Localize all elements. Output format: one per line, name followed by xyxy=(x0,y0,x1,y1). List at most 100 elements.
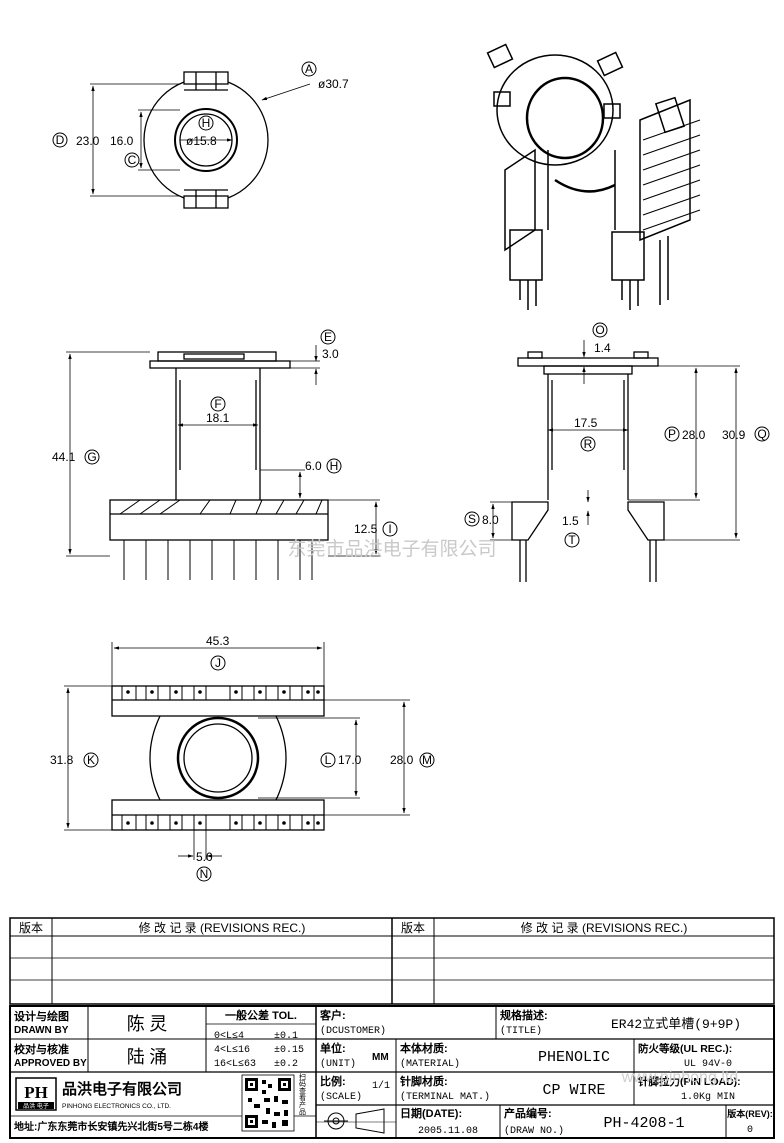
customer-label-en: (DCUSTOMER) xyxy=(320,1025,386,1037)
dim-S: 8.0 xyxy=(482,513,499,527)
tol-title: 一般公差 TOL. xyxy=(225,1008,297,1022)
drawno-value: PH-4208-1 xyxy=(603,1115,684,1132)
approved-by-value: 陆 涌 xyxy=(127,1047,168,1067)
tol-range-2: 4<L≤16 xyxy=(214,1045,250,1056)
marker-J: J xyxy=(215,656,221,670)
watermark-url: www.pinhong.ltd xyxy=(621,1069,739,1086)
tol-value-1: ±0.1 xyxy=(274,1031,298,1042)
dim-H: ø15.8 xyxy=(186,134,217,148)
marker-H: H xyxy=(202,116,211,130)
scale-label: 比例: xyxy=(320,1074,346,1088)
approved-by-label-cn: 校对与核准 xyxy=(14,1042,69,1056)
marker-P: P xyxy=(668,427,676,441)
marker-N: N xyxy=(200,867,209,881)
marker-H2: H xyxy=(330,459,339,473)
front-view xyxy=(66,345,380,580)
dim-T: 1.5 xyxy=(562,514,579,528)
customer-label: 客户: xyxy=(319,1008,346,1022)
top-view xyxy=(90,71,311,209)
rev-col-rec-right: 修 改 记 录 (REVISIONS REC.) xyxy=(521,920,688,935)
dim-E: 3.0 xyxy=(322,347,339,361)
marker-K: K xyxy=(87,753,95,767)
dim-A: ø30.7 xyxy=(318,77,349,91)
dim-K: 31.8 xyxy=(50,753,74,767)
marker-R: R xyxy=(584,437,593,451)
terminal-value: CP WIRE xyxy=(542,1082,605,1099)
scale-value: 1/1 xyxy=(372,1080,390,1092)
qr-caption: 扫码查看产品 xyxy=(299,1072,307,1116)
bottom-view xyxy=(64,642,410,860)
marker-A-label: A xyxy=(305,62,313,76)
title-label: 规格描述: xyxy=(500,1008,548,1022)
dim-J: 45.3 xyxy=(206,634,230,648)
marker-A xyxy=(301,61,317,77)
drawno-label-en: (DRAW NO.) xyxy=(504,1125,564,1137)
terminal-label: 针脚材质: xyxy=(400,1074,448,1088)
side-view xyxy=(490,340,740,582)
marker-Q: Q xyxy=(757,427,766,441)
material-label: 本体材质: xyxy=(400,1041,448,1055)
drawn-by-label-cn: 设计与绘图 xyxy=(14,1009,69,1023)
dim-G: 44.1 xyxy=(52,450,76,464)
rev-col-rec-left: 修 改 记 录 (REVISIONS REC.) xyxy=(139,920,306,935)
unit-value: MM xyxy=(372,1052,389,1063)
watermark-company: 东莞市品洪电子有限公司 xyxy=(287,538,496,560)
ul-value: UL 94V-0 xyxy=(684,1059,732,1070)
dim-O: 1.4 xyxy=(594,341,611,355)
dim-F: 18.1 xyxy=(206,411,230,425)
dim-N: 5.0 xyxy=(196,850,213,864)
unit-label-en: (UNIT) xyxy=(320,1058,356,1070)
rev-col-ver-right: 版本 xyxy=(401,921,425,935)
rev-col-ver-left: 版本 xyxy=(19,921,43,935)
company-address: 地址:广东东莞市长安镇先兴北街5号二栋4楼 xyxy=(14,1120,208,1133)
marker-F: F xyxy=(214,397,221,411)
qr-code-icon xyxy=(241,1074,295,1132)
drawn-by-label-en: DRAWN BY xyxy=(14,1025,69,1036)
dim-R: 17.5 xyxy=(574,416,598,430)
date-label: 日期(DATE): xyxy=(400,1106,462,1120)
scale-label-en: (SCALE) xyxy=(320,1091,362,1103)
marker-E: E xyxy=(324,330,332,344)
revisions-table xyxy=(9,917,775,1005)
projection-symbol xyxy=(324,1108,385,1134)
rev-label: 版本(REV): xyxy=(726,1108,773,1119)
title-value: ER42立式单槽(9+9P) xyxy=(611,1017,741,1032)
dim-D: 23.0 xyxy=(76,134,100,148)
marker-M: M xyxy=(422,753,432,767)
drawn-by-value: 陈 灵 xyxy=(127,1014,168,1034)
tol-range-3: 16<L≤63 xyxy=(214,1059,256,1070)
unit-label: 单位: xyxy=(320,1041,346,1055)
tol-value-2: ±0.15 xyxy=(274,1045,304,1056)
tol-range-1: 0<L≤4 xyxy=(214,1031,244,1042)
marker-L: L xyxy=(325,753,332,767)
dim-C: 16.0 xyxy=(110,134,134,148)
title-block xyxy=(9,1005,775,1139)
dim-P: 28.0 xyxy=(682,428,706,442)
dim-Q: 30.9 xyxy=(722,428,746,442)
ul-label: 防火等级(UL REC.): xyxy=(638,1042,732,1055)
tol-value-3: ±0.2 xyxy=(274,1059,298,1070)
drawno-label: 产品编号: xyxy=(504,1106,552,1120)
dim-I: 12.5 xyxy=(354,522,378,536)
marker-C: C xyxy=(128,153,137,167)
dim-L: 17.0 xyxy=(338,753,362,767)
isometric-view xyxy=(486,43,701,310)
pinload-label: 针脚拉力(PIN LOAD): xyxy=(637,1075,741,1088)
marker-G: G xyxy=(87,450,96,464)
company-logo xyxy=(15,1077,57,1111)
date-value: 2005.11.08 xyxy=(418,1126,478,1137)
marker-S: S xyxy=(468,512,476,526)
material-value: PHENOLIC xyxy=(538,1049,610,1066)
company-logo-text: PH xyxy=(24,1083,48,1102)
company-name-cn: 品洪电子有限公司 xyxy=(62,1080,182,1098)
company-logo-sub: 品洪 电子 xyxy=(23,1102,49,1110)
marker-T: T xyxy=(568,533,576,547)
material-label-en: (MATERIAL) xyxy=(400,1058,460,1070)
marker-D: D xyxy=(56,133,65,147)
marker-O: O xyxy=(595,323,604,337)
dim-M: 28.0 xyxy=(390,753,414,767)
marker-I: I xyxy=(388,522,391,536)
approved-by-label-en: APPROVED BY xyxy=(14,1058,87,1069)
company-name-en: PINHONG ELECTRONICS CO., LTD. xyxy=(62,1103,171,1110)
